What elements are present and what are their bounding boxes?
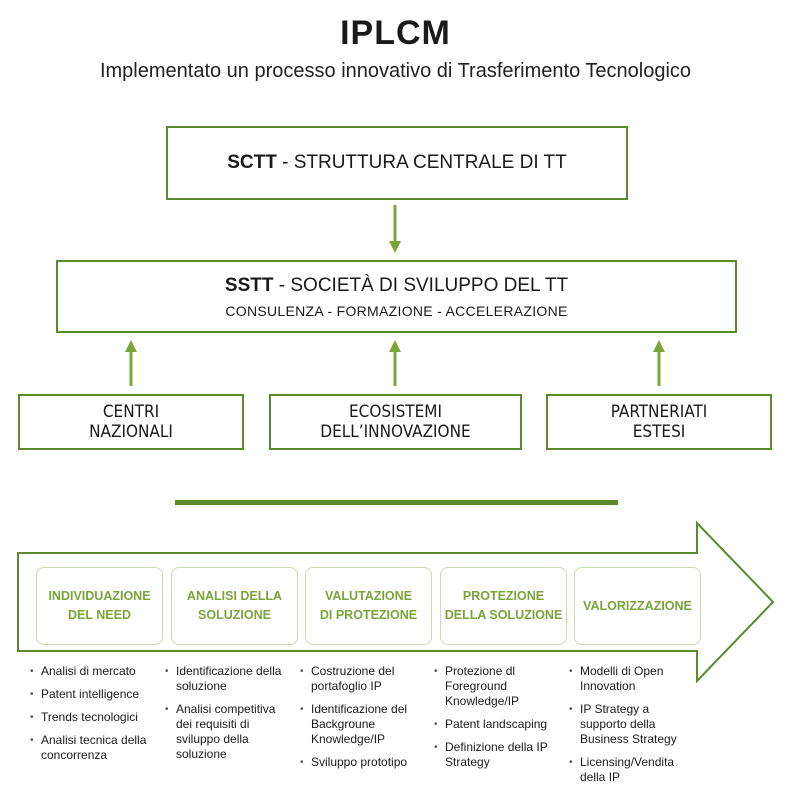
list-item: Identificazione del Backgroune Knowledge…: [300, 702, 428, 747]
source-box-centri-nazionali: CENTRI NAZIONALI: [18, 394, 244, 450]
diagram-subtitle: Implementato un processo innovativo di T…: [99, 60, 692, 82]
source-box-ecosistemi: ECOSISTEMI DELL’INNOVAZIONE: [269, 394, 522, 450]
activities-protezione: Protezione dl Foreground Knowledge/IP Pa…: [434, 664, 562, 778]
list-item: IP Strategy a supporto della Business St…: [569, 702, 697, 747]
activities-valutazione: Costruzione del portafoglio IP Identific…: [300, 664, 428, 778]
list-item: Modelli di Open Innovation: [569, 664, 697, 694]
stage-valorizzazione: VALORIZZAZIONE: [574, 567, 701, 645]
diagram-title: IPLCM: [340, 14, 451, 52]
arrow-partneriati-to-sstt: [653, 340, 665, 386]
list-item: Licensing/Vendita della IP: [569, 755, 697, 785]
connector-arrows: [125, 205, 665, 386]
list-item: Analisi di mercato: [30, 664, 160, 679]
list-item: Trends tecnologici: [30, 710, 160, 725]
list-item: Analisi tecnica della concorrenza: [30, 733, 160, 763]
arrow-centri-to-sstt: [125, 340, 137, 386]
sctt-box: SCTT - STRUTTURA CENTRALE DI TT: [166, 126, 628, 200]
list-item: Analisi competitiva dei requisiti di svi…: [165, 702, 293, 762]
list-item: Definizione della IP Strategy: [434, 740, 562, 770]
sstt-box: SSTT - SOCIETÀ DI SVILUPPO DEL TT CONSUL…: [56, 260, 737, 333]
list-item: Identificazione della soluzione: [165, 664, 293, 694]
activities-individuazione: Analisi di mercato Patent intelligence T…: [30, 664, 160, 771]
section-divider: [175, 500, 618, 505]
sstt-services: CONSULENZA - FORMAZIONE - ACCELERAZIONE: [225, 302, 568, 319]
list-item: Protezione dl Foreground Knowledge/IP: [434, 664, 562, 709]
activities-valorizzazione: Modelli di Open Innovation IP Strategy a…: [569, 664, 697, 793]
sctt-acronym: SCTT: [227, 152, 277, 173]
source-box-partneriati: PARTNERIATI ESTESI: [546, 394, 772, 450]
list-item: Patent intelligence: [30, 687, 160, 702]
arrow-sctt-to-sstt: [389, 205, 401, 253]
arrow-ecosistemi-to-sstt: [389, 340, 401, 386]
activities-analisi: Identificazione della soluzione Analisi …: [165, 664, 293, 770]
list-item: Sviluppo prototipo: [300, 755, 428, 770]
list-item: Patent landscaping: [434, 717, 562, 732]
sstt-label: - SOCIETÀ DI SVILUPPO DEL TT: [273, 274, 569, 296]
sctt-label: - STRUTTURA CENTRALE DI TT: [276, 152, 567, 173]
sstt-acronym: SSTT: [224, 274, 274, 296]
list-item: Costruzione del portafoglio IP: [300, 664, 428, 694]
